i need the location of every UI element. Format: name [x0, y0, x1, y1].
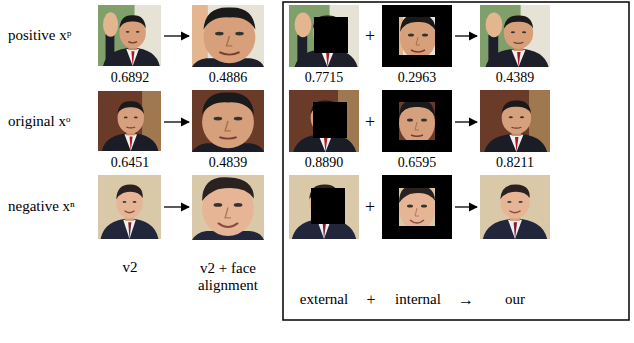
score: 0.4886 [209, 70, 248, 86]
row-label: positive xᵖ [8, 27, 71, 44]
external-photo [289, 90, 359, 152]
plus-sign: + [365, 112, 375, 133]
face-photo [98, 175, 161, 239]
arrow-symbol: → [458, 291, 474, 309]
our-photo [480, 90, 550, 152]
face-photo [98, 91, 161, 151]
row-label: original xᵒ [8, 113, 70, 130]
internal-face [392, 97, 442, 147]
external-photo [289, 5, 359, 67]
score: 0.8211 [496, 155, 534, 171]
column-label: external [300, 291, 348, 308]
internal-ground [382, 90, 452, 152]
arrow [164, 121, 189, 122]
aligned-face-photo [192, 5, 264, 67]
column-label: internal [395, 291, 441, 308]
plus-sign: + [366, 291, 375, 309]
face-photo [98, 5, 161, 66]
aligned-face-photo [192, 90, 264, 152]
arrow [455, 206, 477, 207]
panel-frame [283, 2, 629, 320]
our-photo [480, 175, 550, 239]
mask-block [311, 188, 345, 224]
arrow [455, 35, 477, 36]
internal-ground [382, 175, 452, 239]
score: 0.7715 [305, 70, 344, 86]
plus-sign: + [365, 26, 375, 47]
internal-face [392, 12, 442, 62]
score: 0.4839 [209, 155, 248, 171]
arrow [164, 206, 189, 207]
our-photo [480, 5, 550, 67]
arrow [455, 121, 477, 122]
arrow [164, 35, 189, 36]
plus-sign: + [365, 197, 375, 218]
score: 0.6451 [111, 155, 150, 171]
mask-block [313, 102, 347, 138]
score: 0.2963 [398, 70, 437, 86]
row-label: negative xⁿ [8, 198, 75, 215]
mask-block [314, 17, 348, 53]
internal-face [392, 183, 442, 233]
score: 0.8890 [305, 155, 344, 171]
aligned-face-photo [192, 175, 264, 240]
score: 0.6892 [111, 70, 150, 86]
score: 0.6595 [398, 155, 437, 171]
column-label: our [505, 291, 525, 308]
column-label: v2 + face alignment [176, 260, 280, 295]
external-photo [289, 175, 359, 239]
column-label: v2 [123, 259, 138, 276]
score: 0.4389 [496, 70, 535, 86]
internal-ground [382, 5, 452, 67]
